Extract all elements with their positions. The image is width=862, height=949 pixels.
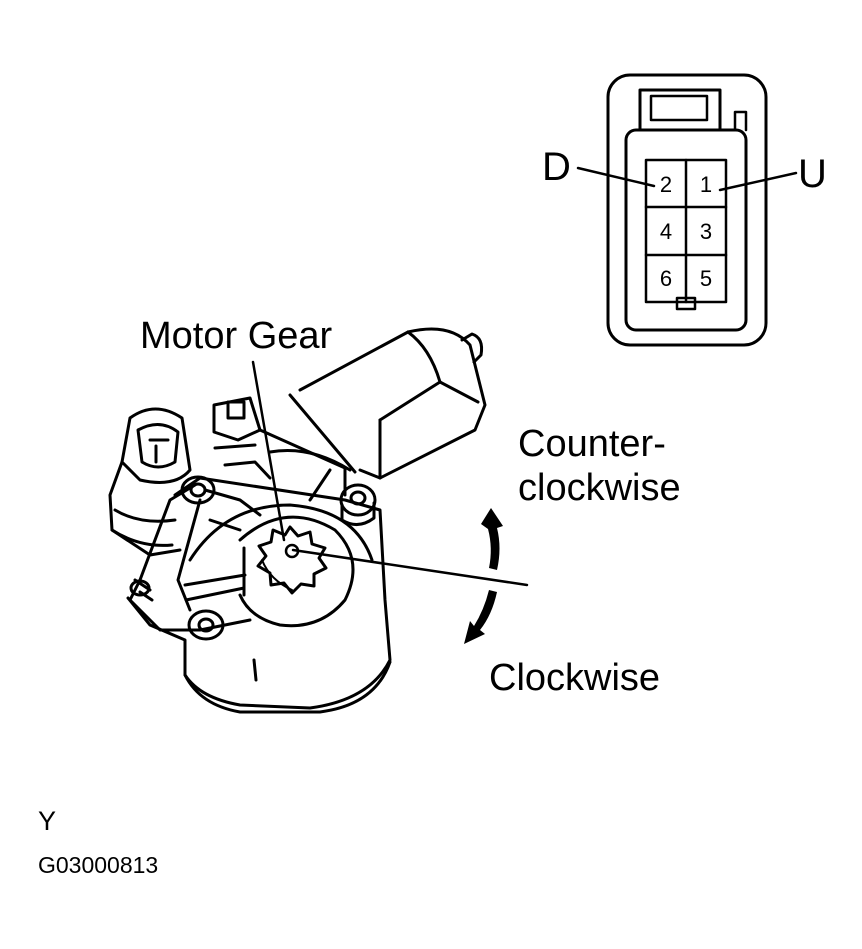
motor-can xyxy=(298,327,487,480)
figure-code: G03000813 xyxy=(38,852,159,878)
arrow-clockwise xyxy=(464,590,497,644)
counter-clockwise-label-line2: clockwise xyxy=(518,467,681,509)
pin-1: 1 xyxy=(699,172,713,197)
gear-well xyxy=(238,515,355,628)
connector xyxy=(576,73,798,347)
pin-2: 2 xyxy=(659,172,673,197)
screw-boss-bottom xyxy=(187,609,225,641)
corner-mark: Y xyxy=(38,806,57,836)
screw-boss-top xyxy=(180,475,216,505)
motor-gear-label: Motor Gear xyxy=(140,315,333,357)
connector-latch xyxy=(638,88,722,132)
arrow-counter-clockwise xyxy=(481,508,503,570)
connector-inner-frame xyxy=(624,128,748,332)
rotation-arrows xyxy=(464,508,503,644)
pin-4: 4 xyxy=(659,219,673,244)
pin-5: 5 xyxy=(699,266,713,291)
leader-line-motor-gear xyxy=(251,360,286,542)
counter-clockwise-label-line1: Counter- xyxy=(518,423,666,465)
motor-shaft xyxy=(460,332,484,364)
terminal-d-label: D xyxy=(542,145,571,189)
leader-line-u xyxy=(718,171,798,192)
screw-boss-left xyxy=(129,579,151,597)
left-boss xyxy=(120,407,192,484)
leader-line-gear-center xyxy=(291,548,529,587)
leader-line-d xyxy=(576,166,656,188)
connector-housing xyxy=(606,73,768,347)
motor-assembly xyxy=(108,327,487,714)
pin-3: 3 xyxy=(699,219,713,244)
pin-6: 6 xyxy=(659,266,673,291)
screw-boss-right xyxy=(339,483,377,526)
connector-pin-grid xyxy=(644,158,728,304)
connector-key xyxy=(675,296,697,311)
clockwise-label: Clockwise xyxy=(489,657,661,699)
motor-gear xyxy=(256,525,328,595)
terminal-u-label: U xyxy=(798,152,827,196)
